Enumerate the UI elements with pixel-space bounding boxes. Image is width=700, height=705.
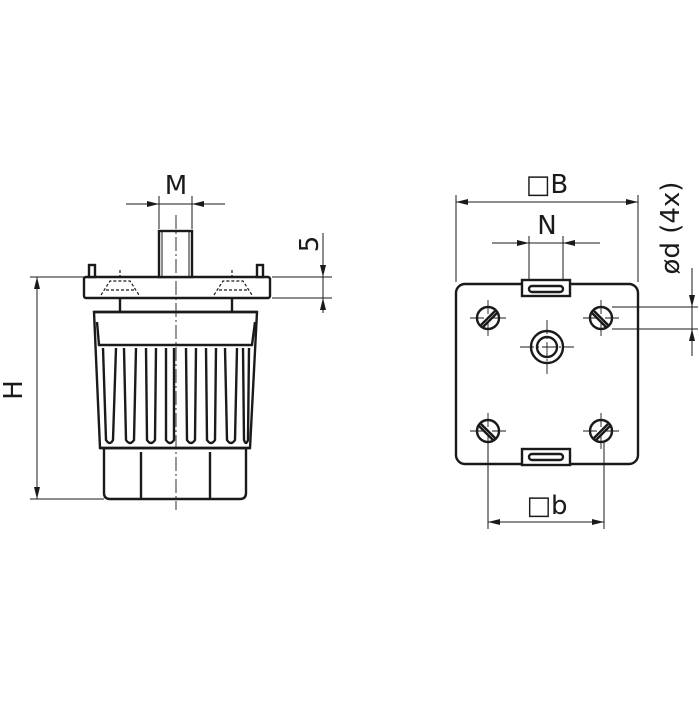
screw-hole-top-right xyxy=(583,300,619,336)
dimension-b-inner: □b xyxy=(487,443,605,529)
base-cylinder xyxy=(102,446,248,501)
dimension-h: H xyxy=(0,276,104,500)
dimension-m: M xyxy=(126,171,225,229)
side-view: M 5 H xyxy=(0,171,332,510)
neck xyxy=(118,298,234,312)
screw-hole-top-left xyxy=(470,300,506,336)
dimension-d: ød (4x) xyxy=(612,182,698,356)
screw-hole-bottom-right xyxy=(583,413,619,449)
dimension-n-label: N xyxy=(537,211,556,241)
dimension-d-label: ød (4x) xyxy=(656,182,686,275)
dimension-b-outer-label: □B xyxy=(526,170,568,200)
dimension-n: N xyxy=(492,211,600,280)
top-slot xyxy=(520,278,572,298)
center-hole xyxy=(520,320,574,374)
threaded-stud xyxy=(157,229,194,279)
dimension-5-label: 5 xyxy=(295,236,325,253)
ribbed-body xyxy=(92,310,259,450)
dimension-b-outer: □B xyxy=(455,170,639,282)
top-view: □B N ød (4x) □b xyxy=(454,170,698,529)
dimension-5: 5 xyxy=(272,233,332,313)
dimension-b-inner-label: □b xyxy=(526,491,567,521)
dimension-m-label: M xyxy=(165,171,187,201)
dimension-h-label: H xyxy=(0,380,29,400)
bottom-slot xyxy=(520,447,572,467)
